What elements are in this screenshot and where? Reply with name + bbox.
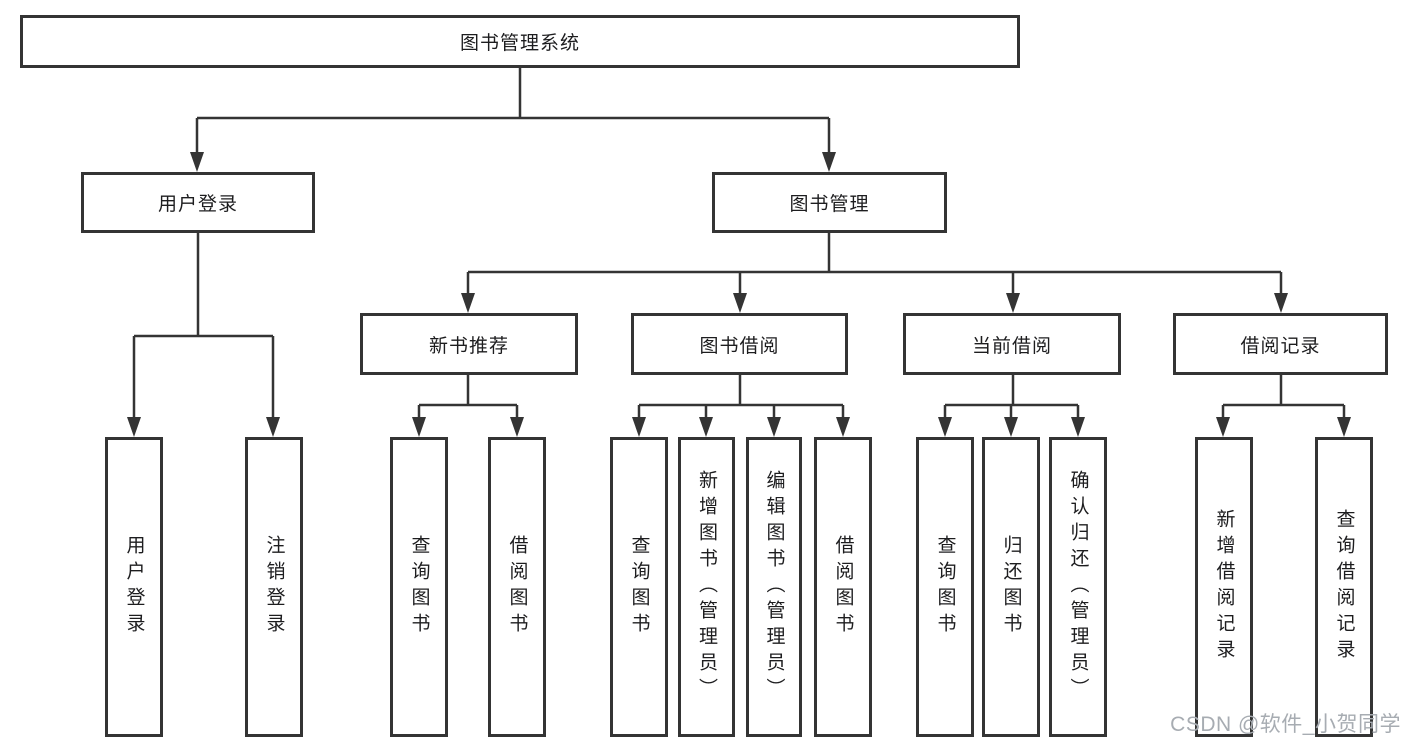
leaf-user-login: 用户登录 <box>105 437 163 737</box>
leaf-logout-label: 注销登录 <box>263 535 285 639</box>
branch-user-login: 用户登录 <box>81 172 315 233</box>
leaf-add-borrow-record: 新增借阅记录 <box>1195 437 1253 737</box>
module-current-borrow-label: 当前借阅 <box>971 335 1052 357</box>
csdn-watermark: CSDN @软件_小贺同学 <box>1170 713 1401 736</box>
branch-user-login-label: 用户登录 <box>157 194 238 215</box>
module-book-borrow-label: 图书借阅 <box>699 335 780 357</box>
branch-book-management: 图书管理 <box>712 172 947 233</box>
leaf-edit-books-admin-label: 编辑图书（管理员） <box>763 470 785 704</box>
leaf-query-books-label: 查询图书 <box>408 535 430 639</box>
leaf-return-books-label: 归还图书 <box>1000 535 1022 639</box>
leaf-edit-books-admin: 编辑图书（管理员） <box>746 437 802 737</box>
arrowhead-down-icon <box>461 293 475 313</box>
module-current-borrow: 当前借阅 <box>903 313 1121 375</box>
branch-book-management-label: 图书管理 <box>789 194 870 215</box>
arrowhead-down-icon <box>127 417 141 437</box>
leaf-borrow-books: 借阅图书 <box>488 437 546 737</box>
arrowhead-down-icon <box>733 293 747 313</box>
arrowhead-down-icon <box>190 152 204 172</box>
root-node-library-system: 图书管理系统 <box>20 15 1020 68</box>
arrowhead-down-icon <box>938 417 952 437</box>
leaf-query-books: 查询图书 <box>610 437 668 737</box>
leaf-add-borrow-record-label: 新增借阅记录 <box>1213 509 1235 665</box>
leaf-borrow-books-label: 借阅图书 <box>832 535 854 639</box>
leaf-user-login-label: 用户登录 <box>123 535 145 639</box>
arrowhead-down-icon <box>632 417 646 437</box>
leaf-borrow-books-label: 借阅图书 <box>506 535 528 639</box>
leaf-query-books-label: 查询图书 <box>628 535 650 639</box>
module-new-book-recommend: 新书推荐 <box>360 313 578 375</box>
leaf-add-books-admin-label: 新增图书（管理员） <box>696 470 717 704</box>
leaf-query-books: 查询图书 <box>916 437 974 737</box>
arrowhead-down-icon <box>1004 417 1018 437</box>
leaf-query-borrow-record: 查询借阅记录 <box>1315 437 1373 737</box>
arrowhead-down-icon <box>1071 417 1085 437</box>
arrowhead-down-icon <box>1274 293 1288 313</box>
arrowhead-down-icon <box>822 152 836 172</box>
arrowhead-down-icon <box>767 417 781 437</box>
leaf-query-books: 查询图书 <box>390 437 448 737</box>
arrowhead-down-icon <box>510 417 524 437</box>
leaf-logout: 注销登录 <box>245 437 303 737</box>
arrowhead-down-icon <box>1006 293 1020 313</box>
arrowhead-down-icon <box>699 417 713 437</box>
arrowhead-down-icon <box>412 417 426 437</box>
arrowhead-down-icon <box>1337 417 1351 437</box>
leaf-return-books: 归还图书 <box>982 437 1040 737</box>
module-book-borrow: 图书借阅 <box>631 313 848 375</box>
module-borrow-records: 借阅记录 <box>1173 313 1388 375</box>
root-node-label: 图书管理系统 <box>459 33 580 54</box>
leaf-confirm-return-admin-label: 确认归还（管理员） <box>1067 470 1089 704</box>
leaf-add-books-admin: 新增图书（管理员） <box>678 437 735 737</box>
leaf-borrow-books: 借阅图书 <box>814 437 872 737</box>
arrowhead-down-icon <box>266 417 280 437</box>
module-borrow-records-label: 借阅记录 <box>1240 335 1321 357</box>
module-new-book-recommend-label: 新书推荐 <box>428 335 509 357</box>
leaf-query-borrow-record-label: 查询借阅记录 <box>1333 509 1355 665</box>
arrowhead-down-icon <box>1216 417 1230 437</box>
leaf-query-books-label: 查询图书 <box>934 535 956 639</box>
leaf-confirm-return-admin: 确认归还（管理员） <box>1049 437 1107 737</box>
arrowhead-down-icon <box>836 417 850 437</box>
